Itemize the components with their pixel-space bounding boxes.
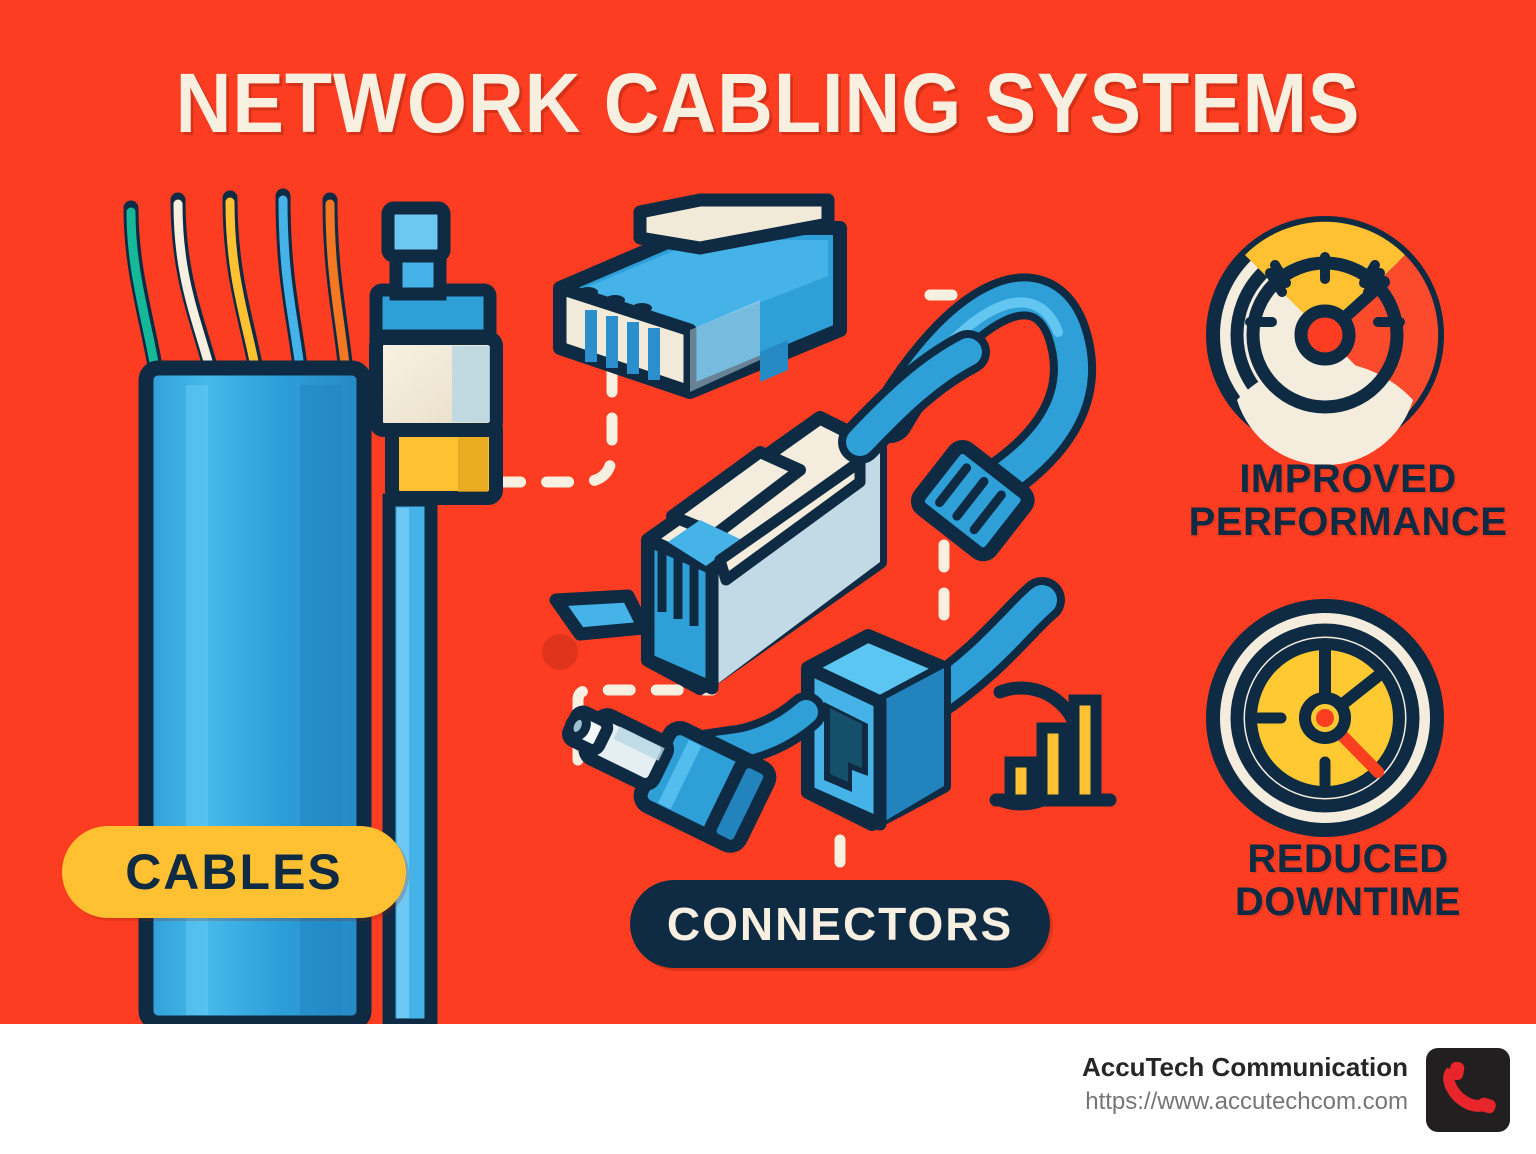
rj45-plug (553, 193, 847, 399)
bar-chart-icon (989, 681, 1117, 811)
feature-line-2: DOWNTIME (1234, 880, 1462, 925)
dashed-connector-lines (472, 289, 961, 896)
brand-url[interactable]: https://www.accutechcom.com (1085, 1088, 1408, 1116)
footer-bar: AccuTech Communication https://www.accut… (0, 1024, 1536, 1154)
badge-cables[interactable]: CABLES (62, 826, 406, 918)
feature-label-reduced-downtime: REDUCED DOWNTIME (1160, 837, 1536, 925)
footer-text-block: AccuTech Communication https://www.accut… (1082, 1052, 1408, 1117)
clock-icon (1206, 599, 1444, 837)
ferrule-connector (562, 692, 826, 853)
brand-name: AccuTech Communication (1081, 1052, 1408, 1082)
keystone-jack (801, 577, 1065, 831)
cable-clip (549, 589, 651, 641)
poster-panel: NETWORK CABLING SYSTEMS (0, 0, 1536, 1024)
fiber-optic-connector (369, 201, 503, 1024)
page-title: NETWORK CABLING SYSTEMS (175, 56, 1361, 150)
feature-line-1: IMPROVED (1239, 457, 1457, 501)
feature-line-1: REDUCED (1247, 837, 1449, 881)
badge-connectors[interactable]: CONNECTORS (630, 880, 1050, 968)
speedometer-icon (1206, 216, 1444, 466)
brand-logo[interactable] (1426, 1048, 1510, 1132)
feature-line-2: PERFORMANCE (1188, 500, 1508, 545)
decorative-dot (542, 634, 578, 670)
telephone-handset-icon (1443, 1061, 1496, 1114)
rj45-connector-large (641, 273, 1096, 695)
feature-label-improved-performance: IMPROVED PERFORMANCE (1160, 457, 1536, 545)
